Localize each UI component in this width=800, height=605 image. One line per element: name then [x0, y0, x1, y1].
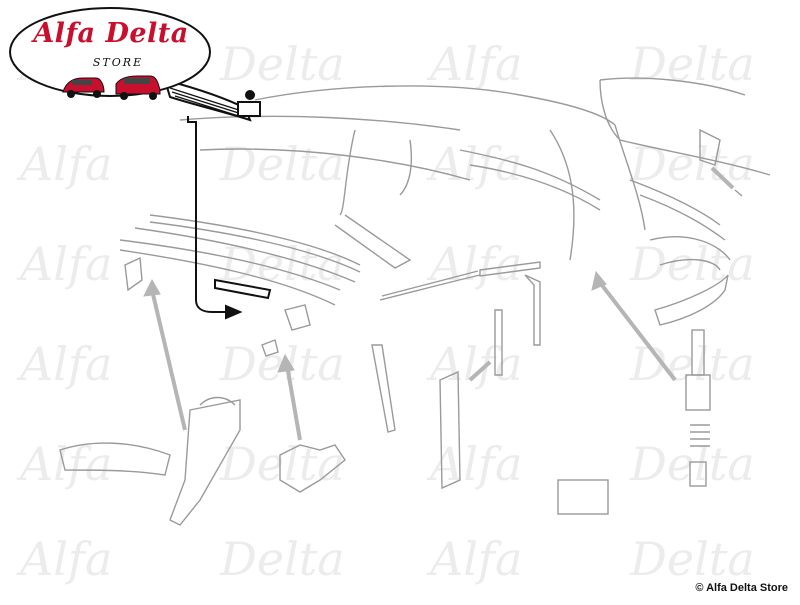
watermark-text: Delta — [629, 437, 755, 491]
watermark-text: Delta — [219, 37, 345, 91]
arrow-line — [150, 289, 187, 431]
watermark-text: Delta — [629, 237, 755, 291]
soft-top-outline — [179, 85, 646, 269]
pointer-arrows — [143, 166, 735, 441]
watermark-text: Alfa — [426, 337, 522, 391]
arrow-line — [285, 364, 302, 441]
watermark-text: Delta — [629, 137, 755, 191]
logo-badge — [9, 7, 211, 100]
logo-store-text: STORE — [92, 56, 144, 69]
watermark-text: Alfa — [426, 237, 522, 291]
weatherstrip-rear — [629, 128, 743, 326]
watermark-text: Alfa — [16, 137, 112, 191]
arrow-head — [591, 270, 607, 291]
arrow-head — [277, 353, 295, 373]
highlighted-latch-part — [163, 78, 272, 320]
watermark-text: Alfa — [16, 237, 112, 291]
arrow-line — [710, 166, 735, 190]
rear-window-panel — [599, 77, 771, 176]
arrow-head — [143, 278, 161, 297]
watermark-text: Alfa — [426, 437, 522, 491]
side-rods — [371, 261, 541, 490]
arrow-line — [468, 360, 492, 382]
bolt-spring-stack — [557, 329, 711, 515]
watermark-text: Alfa — [16, 337, 112, 391]
watermark-text: Delta — [629, 532, 755, 586]
car-icon — [62, 77, 105, 98]
car-icon — [115, 75, 161, 100]
watermark-layer: Alfa Delta Alfa Delta Alfa Delta Alfa De… — [16, 37, 755, 586]
watermark-text: Alfa — [16, 532, 112, 586]
bow-rails — [119, 214, 361, 306]
watermark-text: Delta — [219, 532, 345, 586]
watermark-text: Delta — [219, 437, 345, 491]
brand-logo: Alfa Delta STORE — [8, 4, 212, 104]
arrow-line — [596, 278, 677, 382]
copyright-notice: © Alfa Delta Store — [695, 582, 788, 594]
watermark-text: Alfa — [426, 137, 522, 191]
logo-brand-text: Alfa Delta — [33, 18, 189, 49]
watermark-text: Alfa — [426, 37, 522, 91]
hinge-lever-assembly — [59, 256, 346, 526]
watermark-text: Alfa — [426, 532, 522, 586]
watermark-text: Delta — [219, 137, 345, 191]
logo-ellipse — [9, 7, 211, 97]
